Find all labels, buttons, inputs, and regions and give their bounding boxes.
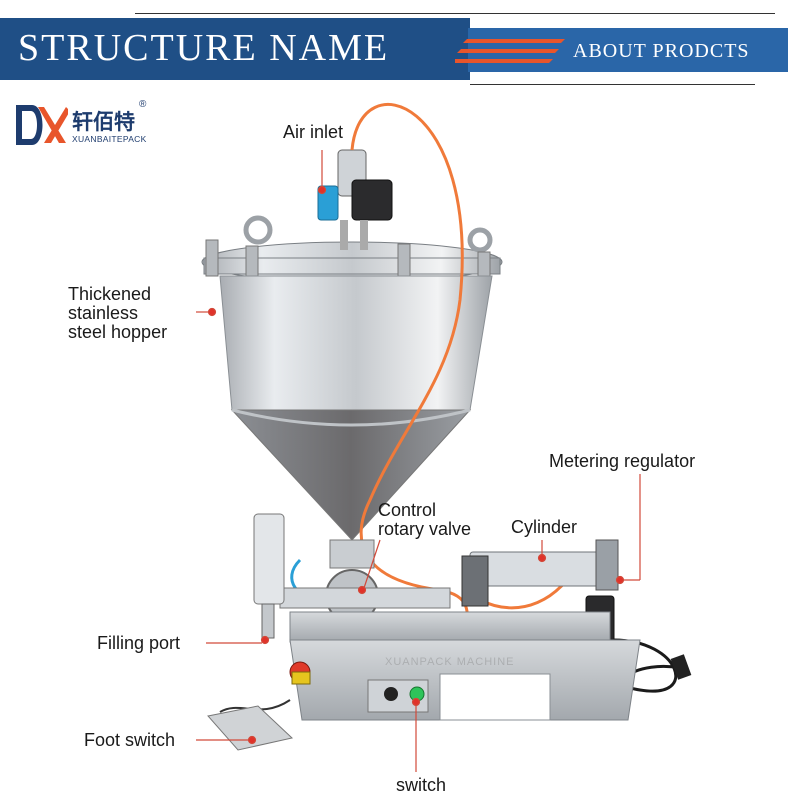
label-control-line2: rotary valve xyxy=(378,519,472,539)
label-hopper-line2: stainless xyxy=(68,303,139,323)
label-switch: switch xyxy=(396,775,447,795)
header-stripes-icon xyxy=(455,39,565,63)
brand-name-cn: 轩佰特 xyxy=(72,111,135,134)
base-cutout xyxy=(439,673,551,721)
valve-neck xyxy=(329,539,375,569)
hopper-lid-rim xyxy=(203,257,501,275)
lifting-eye-right xyxy=(467,227,493,253)
control-panel xyxy=(367,679,429,713)
header-banner xyxy=(0,18,470,80)
watermark: XUANPACK MACHINE xyxy=(385,656,515,668)
lid-clamp xyxy=(397,243,411,281)
label-control-valve: Control rotary valve xyxy=(378,501,471,539)
brand-logo-icon xyxy=(16,105,68,145)
cylinder-mount xyxy=(461,555,489,607)
filling-nozzle-body xyxy=(253,513,285,605)
black-knob-icon xyxy=(384,687,398,701)
regulator-black xyxy=(351,179,393,221)
label-foot-switch: Foot switch xyxy=(84,730,176,750)
lifting-eye-left xyxy=(243,215,273,245)
label-metering-regulator: Metering regulator xyxy=(549,451,696,471)
page-title: STRUCTURE NAME xyxy=(18,27,390,69)
label-control-line1: Control xyxy=(378,500,437,520)
header-bottom-rule xyxy=(470,84,755,85)
label-hopper: Thickened stainless steel hopper xyxy=(68,285,167,342)
brand-name-en: XUANBAITEPACK xyxy=(72,134,147,144)
label-cylinder: Cylinder xyxy=(511,517,578,537)
power-cable xyxy=(613,638,681,693)
power-plug xyxy=(670,654,692,680)
label-hopper-line1: Thickened xyxy=(68,284,152,304)
header-top-rule xyxy=(135,13,775,14)
foot-switch xyxy=(207,705,294,751)
label-air-inlet: Air inlet xyxy=(283,122,344,142)
label-filling-port: Filling port xyxy=(97,633,181,653)
frame-top xyxy=(289,611,611,643)
callout-pointers xyxy=(196,150,641,772)
page-subtitle: ABOUT PRODCTS xyxy=(573,40,750,62)
lid-clamp xyxy=(205,239,219,277)
registered-mark: ® xyxy=(139,99,147,110)
hopper-cone xyxy=(230,409,472,541)
cylinder-block xyxy=(595,539,619,591)
air-inlet-blue-fitting xyxy=(317,185,339,221)
filling-port xyxy=(261,603,275,639)
label-hopper-line3: steel hopper xyxy=(68,322,168,342)
